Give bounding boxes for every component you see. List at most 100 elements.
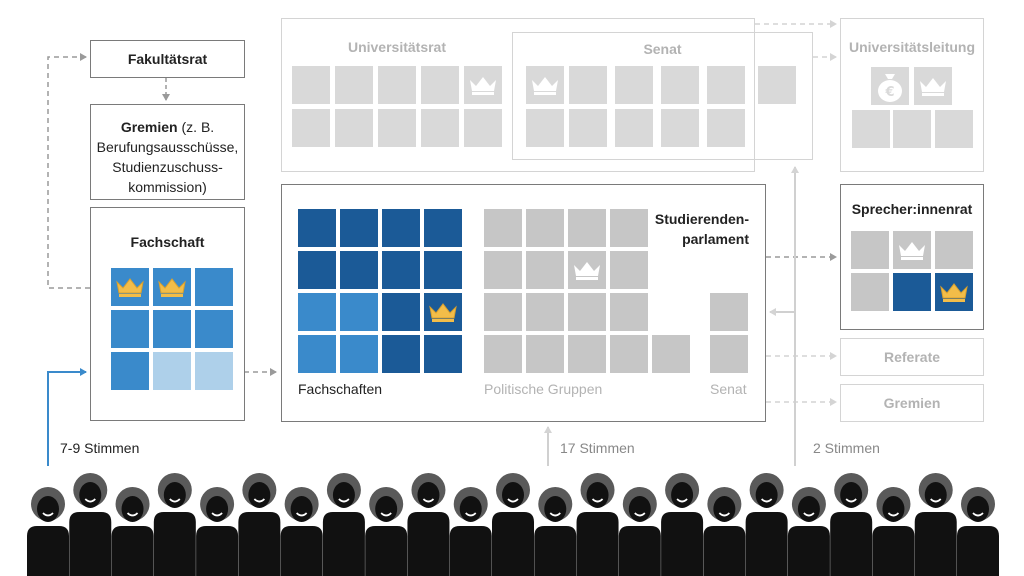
stupa-politische-gruppe-seat — [568, 251, 606, 289]
senat-box: Senat — [512, 32, 813, 160]
stupa-fachschaft-seat — [340, 209, 378, 247]
stupa-fachschaft-seat — [382, 251, 420, 289]
fachschaft-title: Fachschaft — [130, 234, 205, 250]
universitaetsleitung-seat: € — [871, 67, 909, 105]
stupa-politische-gruppe-seat — [526, 335, 564, 373]
stupa-fachschaft-seat — [298, 335, 336, 373]
stupa-fachschaft-seat — [382, 209, 420, 247]
person-icon — [407, 473, 450, 576]
crown-icon — [116, 278, 144, 297]
senat-seat — [615, 109, 653, 147]
gremien-left-title: Gremien — [120, 119, 178, 135]
senat-seat — [661, 66, 699, 104]
stupa-senat-seat — [710, 335, 748, 373]
universitaetsleitung-title: Universitätsleitung — [848, 39, 976, 55]
stupa-fachschaft-seat — [424, 335, 462, 373]
fachschaft-seat — [195, 268, 233, 306]
stupa-title-line1: Studierenden- — [654, 211, 749, 227]
stupa-politische-gruppe-seat — [610, 335, 648, 373]
person-icon — [703, 487, 746, 576]
person-icon — [492, 473, 534, 576]
person-icon — [69, 473, 112, 576]
gremien-right-box: Gremien — [840, 384, 984, 422]
fachschaft-seat — [111, 310, 149, 348]
stupa-politische-gruppe-seat — [568, 293, 606, 331]
stupa-politische-gruppe-seat — [568, 335, 606, 373]
universitaetsrat-seat — [464, 66, 502, 104]
sprecherinnenrat-title: Sprecher:innenrat — [851, 201, 973, 217]
fachschaft-seat — [111, 352, 149, 390]
person-icon — [196, 487, 239, 576]
universitaetsleitung-seat — [893, 110, 931, 148]
stupa-fachschaft-seat — [298, 209, 336, 247]
stupa-fachschaft-seat — [340, 293, 378, 331]
fachschaft-box: Fachschaft — [90, 207, 245, 421]
votes-fachschaft-label: 7-9 Stimmen — [60, 440, 140, 456]
stupa-label-fachschaften: Fachschaften — [298, 381, 383, 397]
stupa-politische-gruppe-seat — [610, 293, 648, 331]
sprecherinnenrat-seat — [935, 231, 973, 269]
sprecherinnenrat-seat — [893, 273, 931, 311]
universitaetsrat-seat — [292, 109, 330, 147]
universitaetsrat-seat — [421, 66, 459, 104]
fachschaft-seat — [195, 310, 233, 348]
votes-senat-label: 2 Stimmen — [813, 440, 880, 456]
fachschaft-seat — [111, 268, 149, 306]
person-icon — [27, 487, 69, 576]
crown-icon — [899, 242, 925, 260]
stupa-fachschaft-seat — [382, 293, 420, 331]
stupa-fachschaft-seat — [382, 335, 420, 373]
stupa-politische-gruppe-seat — [484, 209, 522, 247]
senat-seat — [569, 66, 607, 104]
sprecherinnenrat-seat — [851, 273, 889, 311]
votes-stupa-label: 17 Stimmen — [560, 440, 635, 456]
money-bag-icon: € — [878, 74, 902, 102]
universitaetsrat-seat — [378, 66, 416, 104]
universitaetsrat-seat — [464, 109, 502, 147]
senat-seat — [526, 109, 564, 147]
fachschaft-seat — [153, 268, 191, 306]
fachschaft-seat — [153, 352, 191, 390]
senat-seat — [758, 66, 796, 104]
arrow-fachschaft-to-fakultaetsrat — [47, 53, 90, 289]
stupa-politische-gruppe-seat — [484, 251, 522, 289]
universitaetsleitung-box: Universitätsleitung € — [840, 18, 984, 172]
fachschaft-seat — [153, 310, 191, 348]
person-icon — [661, 473, 704, 576]
person-icon — [914, 473, 957, 576]
universitaetsrat-seat — [421, 109, 459, 147]
fachschaft-seat — [195, 352, 233, 390]
crown-icon — [532, 77, 558, 95]
sprecherinnenrat-seat — [851, 231, 889, 269]
stupa-fachschaft-seat — [298, 293, 336, 331]
stupa-fachschaft-seat — [424, 293, 462, 331]
euro-sign: € — [884, 85, 894, 100]
universitaetsrat-seat — [335, 109, 373, 147]
crown-icon — [429, 303, 457, 322]
universitaetsrat-seat — [335, 66, 373, 104]
person-icon — [322, 473, 365, 576]
person-icon — [830, 473, 873, 576]
gremien-left-line2: Berufungsausschüsse, — [96, 139, 239, 155]
sprecherinnenrat-box: Sprecher:innenrat — [840, 184, 984, 330]
universitaetsrat-seat — [378, 109, 416, 147]
referate-title: Referate — [883, 349, 941, 365]
senat-seat — [707, 109, 745, 147]
universitaetsleitung-seat — [935, 110, 973, 148]
person-icon — [787, 487, 830, 576]
stupa-politische-gruppe-seat — [568, 209, 606, 247]
person-icon — [745, 473, 788, 576]
person-icon — [576, 473, 619, 576]
senat-seat — [707, 66, 745, 104]
senat-seat — [526, 66, 564, 104]
stupa-politische-gruppe-seat — [526, 293, 564, 331]
stupa-politische-gruppe-seat — [526, 251, 564, 289]
person-icon — [238, 473, 281, 576]
stupa-politische-gruppe-seat — [526, 209, 564, 247]
gremien-left-line4: kommission) — [128, 179, 207, 195]
crown-icon — [920, 78, 946, 96]
person-icon — [449, 487, 492, 576]
stupa-politische-gruppe-seat — [610, 209, 648, 247]
stupa-senat-seat — [710, 293, 748, 331]
